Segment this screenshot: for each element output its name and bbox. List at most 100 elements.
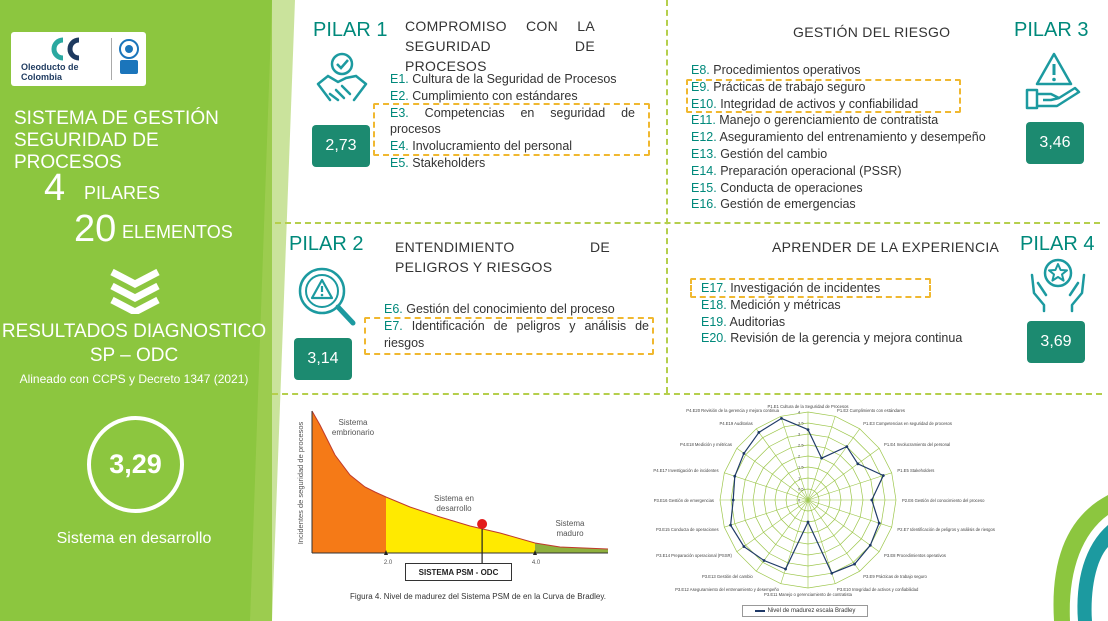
radar-spoke bbox=[780, 499, 809, 584]
pillar-4-elements: E17. Investigación de incidentes E18. Me… bbox=[701, 280, 991, 347]
alignment-note: Alineado con CCPS y Decreto 1347 (2021) bbox=[19, 372, 249, 386]
radar-category-label: P2.E7 Identificación de peligros y análi… bbox=[897, 526, 995, 532]
radar-spoke bbox=[736, 448, 809, 501]
radar-tick-label: 3 bbox=[798, 432, 801, 437]
radar-category-label: P4.E17 Investigación de incidentes bbox=[653, 468, 719, 474]
pillar-3-label: PILAR 3 bbox=[1014, 19, 1089, 41]
radar-legend: Nivel de madurez escala Bradley bbox=[742, 605, 868, 617]
highlight-e3-e4 bbox=[373, 103, 650, 156]
element-item: E16. Gestión de emergencias bbox=[691, 197, 856, 212]
pillar-2-label: PILAR 2 bbox=[289, 233, 364, 255]
radar-point bbox=[868, 543, 872, 547]
radar-point bbox=[820, 456, 823, 460]
radar-category-label: P1.E4 Involucramiento del personal bbox=[884, 442, 951, 448]
pillar-4-label: PILAR 4 bbox=[1020, 233, 1095, 255]
pillar-1-label: PILAR 1 bbox=[313, 19, 388, 41]
bradley-curve-chart bbox=[311, 410, 609, 563]
chevron-down-icon bbox=[110, 268, 160, 314]
odc-maturity-marker bbox=[477, 519, 488, 529]
radar-category-label: P3.E13 Gestión del cambio bbox=[701, 573, 753, 579]
element-item: E1. Cultura de la Seguridad de Procesos bbox=[390, 72, 617, 86]
logo-text: Oleoducto de Colombia bbox=[21, 62, 79, 82]
radar-category-label: P4.E19 Auditorias bbox=[719, 421, 753, 427]
radar-point bbox=[806, 428, 810, 431]
pillar-2-score: 3,14 bbox=[294, 338, 352, 380]
element-item: E15. Conducta de operaciones bbox=[691, 180, 863, 195]
radar-point bbox=[806, 520, 810, 524]
radar-point bbox=[877, 521, 881, 525]
radar-tick-label: 0.5 bbox=[798, 487, 804, 492]
pillar-2-title: ENTENDIMIENTO DE PELIGROS Y RIESGOS bbox=[395, 239, 610, 275]
pillar-2-elements: E6. Gestión del conocimiento del proceso… bbox=[384, 301, 649, 351]
radar-tick-label: 1 bbox=[798, 476, 801, 481]
element-item: E2. Cumplimiento con estándares bbox=[390, 88, 578, 103]
pillar-4-title: APRENDER DE LA EXPERIENCIA bbox=[772, 239, 1000, 255]
radar-category-label: P3.E16 Gestión de emergencias bbox=[653, 497, 714, 503]
radar-point bbox=[762, 559, 766, 562]
radar-category-label: P4.E18 Medición y métricas bbox=[680, 442, 732, 448]
company-logo: Oleoducto de Colombia bbox=[11, 32, 146, 86]
element-item: E14. Preparación operacional (PSSR) bbox=[691, 163, 902, 178]
pillar-4-score: 3,69 bbox=[1027, 321, 1085, 363]
radar-spoke bbox=[756, 428, 809, 501]
hands-star-icon bbox=[1030, 258, 1086, 313]
element-item: E20. Revisión de la gerencia y mejora co… bbox=[701, 331, 963, 346]
pillar-3-elements: E8. Procedimientos operativos E9. Prácti… bbox=[691, 62, 1011, 213]
radar-category-label: P3.E14 Preparación operacional (PSSR) bbox=[656, 552, 732, 558]
legend-line-icon bbox=[754, 610, 765, 612]
element-item: E10. Integridad de activos y confiabilid… bbox=[691, 96, 919, 111]
radar-tick-label: 2 bbox=[798, 454, 801, 459]
radar-point bbox=[733, 474, 737, 478]
radar-spoke bbox=[807, 499, 880, 552]
radar-point bbox=[784, 567, 787, 571]
element-item: E3. Competencias en seguridad de proceso… bbox=[390, 105, 635, 137]
elements-label: ELEMENTOS bbox=[122, 222, 233, 242]
hand-warning-icon bbox=[1025, 52, 1081, 110]
system-title: SISTEMA DE GESTIÓN SEGURIDAD DE PROCESOS bbox=[14, 108, 219, 173]
tick-4-label: 4.0 bbox=[531, 560, 541, 566]
tick-2-label: 2.0 bbox=[383, 560, 393, 566]
radar-point bbox=[845, 445, 849, 449]
element-item: E6. Gestión del conocimiento del proceso bbox=[384, 302, 615, 316]
separator-vertical bbox=[666, 0, 668, 393]
handshake-check-icon bbox=[316, 52, 368, 102]
pillar-3-score: 3,46 bbox=[1026, 122, 1084, 164]
stage-developing-label: Sistema en desarrollo bbox=[433, 494, 475, 513]
radar-spoke bbox=[780, 416, 809, 501]
radar-category-label: P3.E15 Conducta de operaciones bbox=[655, 526, 719, 532]
radar-category-label: P3.E8 Procedimientos operativos bbox=[884, 552, 946, 558]
element-item: E17. Investigación de incidentes bbox=[701, 281, 881, 295]
radar-point bbox=[856, 462, 860, 466]
radar-point bbox=[731, 498, 735, 502]
separator-bottom bbox=[272, 393, 1102, 395]
radar-spoke bbox=[756, 499, 809, 572]
radar-point bbox=[870, 498, 874, 502]
panel-edge-decoration bbox=[250, 0, 295, 621]
radar-category-label: P1.E1 Cultura de la Seguridad de Proceso… bbox=[767, 403, 849, 409]
radar-category-label: P3.E9 Prácticas de trabajo seguro bbox=[863, 573, 927, 579]
stage-embryonic-label: Sistema embrionario bbox=[331, 418, 375, 437]
pillars-count: 4 bbox=[44, 167, 66, 209]
radar-spoke bbox=[807, 428, 860, 501]
radar-tick-label: 4 bbox=[798, 410, 801, 415]
radar-point bbox=[830, 571, 834, 575]
element-item: E19. Auditorias bbox=[701, 314, 786, 329]
element-item: E8. Procedimientos operativos bbox=[691, 63, 861, 77]
certification-seal-icon bbox=[119, 39, 139, 74]
results-title: RESULTADOS DIAGNOSTICO SP – ODC bbox=[1, 321, 267, 366]
bradley-caption: Figura 4. Nivel de madurez del Sistema P… bbox=[350, 592, 606, 601]
radar-category-label: P3.E12 Aseguramiento del entrenamiento y… bbox=[675, 586, 779, 592]
bradley-ylabel: Incidentes de seguridad de procesos bbox=[296, 421, 305, 545]
radar-category-label: P3.E11 Manejo o gerenciamiento de contra… bbox=[764, 591, 852, 597]
radar-category-label: P3.E10 Integridad de activos y confiabil… bbox=[837, 586, 919, 592]
odc-logo-icon bbox=[51, 37, 80, 61]
radar-tick-label: 3.5 bbox=[798, 421, 804, 426]
element-item: E11. Manejo o gerenciamiento de contrati… bbox=[691, 113, 939, 128]
logo-divider bbox=[111, 38, 112, 80]
element-item: E5. Stakeholders bbox=[390, 155, 486, 170]
radar-category-label: P1.E3 Competencias en seguridad de proce… bbox=[863, 421, 952, 427]
radar-chart: 00.511.522.533.54 bbox=[719, 410, 897, 589]
bradley-curve-line bbox=[311, 410, 609, 550]
radar-spoke bbox=[807, 499, 860, 572]
highlight-e7 bbox=[364, 317, 654, 355]
